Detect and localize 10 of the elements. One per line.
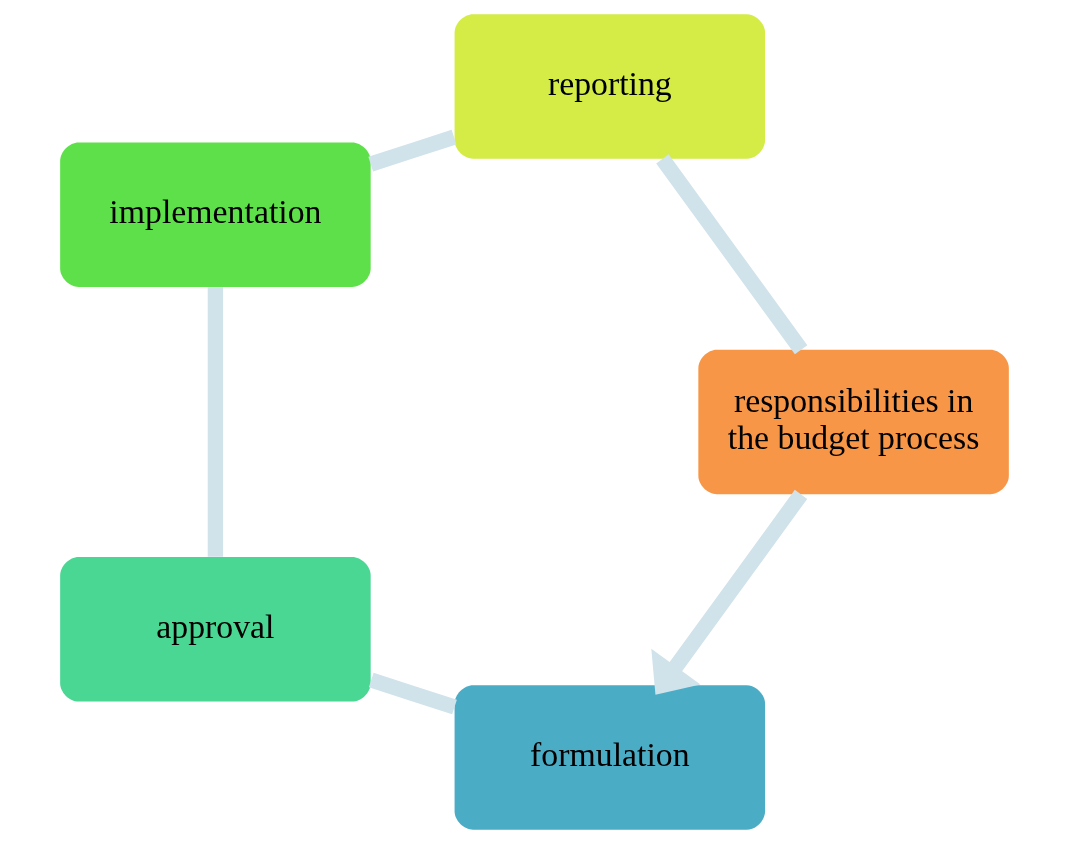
node-box: reporting <box>454 14 765 159</box>
connector <box>367 129 456 172</box>
connector <box>655 154 807 355</box>
connector <box>207 287 223 557</box>
arrow <box>650 489 807 695</box>
node-box: responsibilities in the budget process <box>697 349 1009 495</box>
connector <box>368 672 457 715</box>
node-box: formulation <box>454 685 765 830</box>
node-box: implementation <box>59 142 371 287</box>
node-box: approval <box>59 557 371 702</box>
